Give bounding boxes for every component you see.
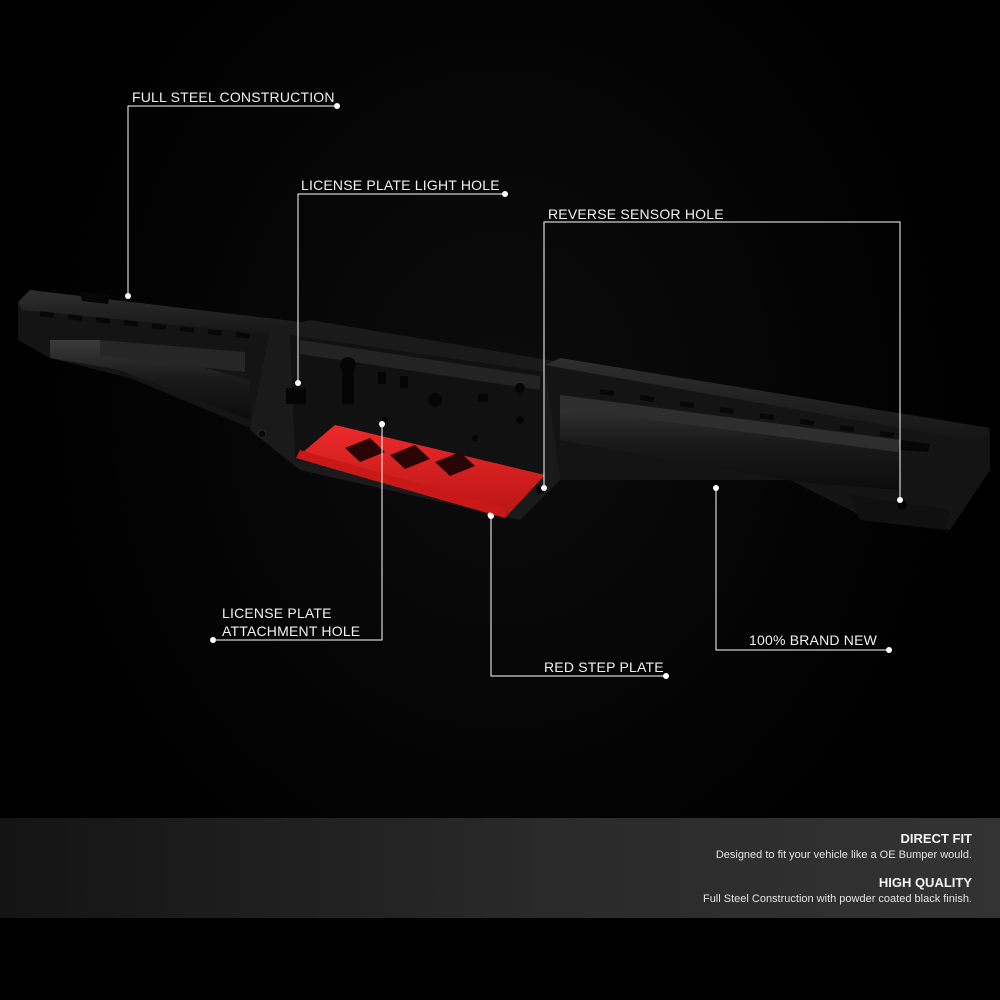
callout-reverse-sensor-hole: REVERSE SENSOR HOLE [548, 206, 724, 222]
red-step-plate [296, 422, 545, 518]
bumper-right-arm [536, 358, 990, 530]
feature-title-high-quality: HIGH QUALITY [878, 875, 972, 890]
callout-full-steel: FULL STEEL CONSTRUCTION [132, 89, 335, 105]
callout-brand-new: 100% BRAND NEW [749, 632, 878, 648]
feature-text-direct-fit: Designed to fit your vehicle like a OE B… [715, 849, 972, 861]
callout-license-attach-line1: LICENSE PLATE [222, 605, 332, 621]
feature-title-direct-fit: DIRECT FIT [900, 831, 973, 846]
callout-red-step-plate: RED STEP PLATE [544, 659, 664, 675]
callout-license-attach-line2: ATTACHMENT HOLE [222, 623, 361, 639]
callout-dots [125, 103, 903, 679]
license-light-hole [286, 388, 306, 404]
bumper-left-arm [18, 290, 300, 430]
callout-lines [127, 105, 901, 677]
feature-text-high-quality: Full Steel Construction with powder coat… [702, 893, 972, 905]
feature-info-band: DIRECT FIT Designed to fit your vehicle … [0, 818, 1000, 918]
callout-license-light-hole: LICENSE PLATE LIGHT HOLE [301, 177, 500, 193]
